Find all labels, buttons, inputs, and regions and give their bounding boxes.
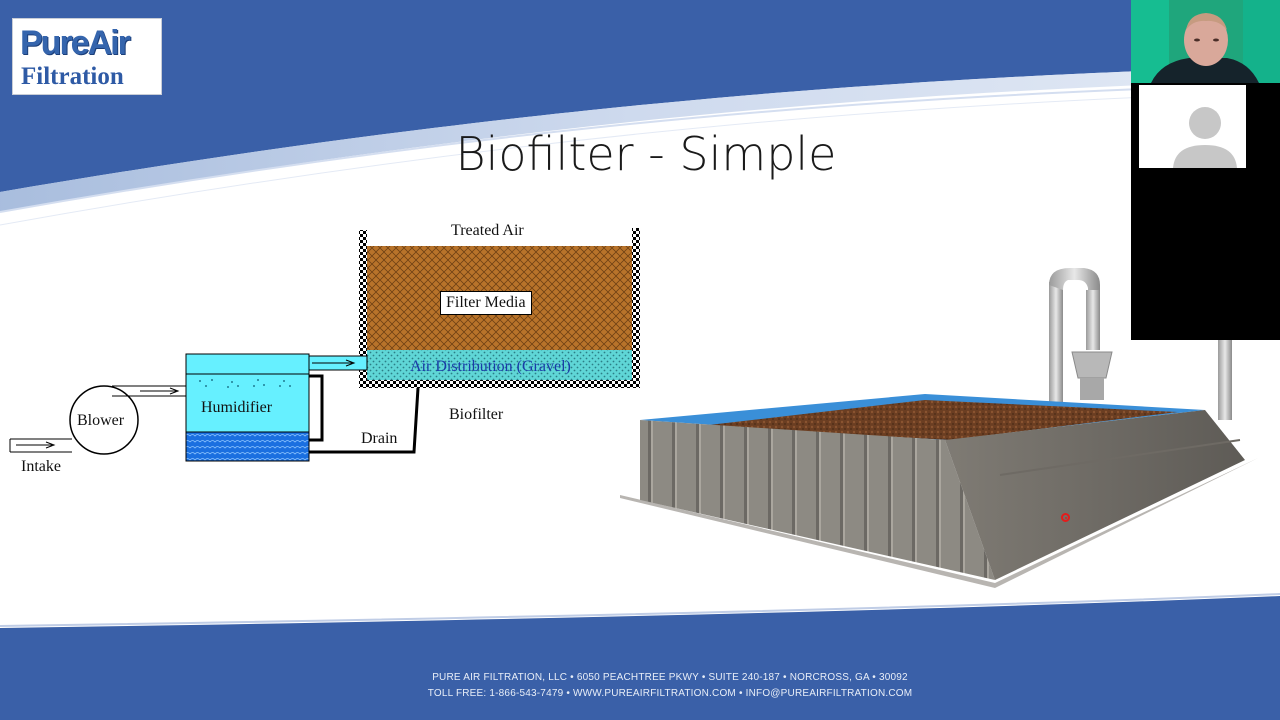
gravel-layer <box>367 350 632 380</box>
empty-video-tile <box>1131 170 1280 253</box>
humidifier-label: Humidifier <box>201 399 273 416</box>
slide-title: Biofilter - Simple <box>455 127 837 181</box>
empty-video-tile <box>1131 255 1280 338</box>
presenter-video-tile[interactable] <box>1131 0 1280 83</box>
treated-air-label: Treated Air <box>451 222 524 239</box>
logo-line-2: Filtration <box>21 63 124 90</box>
blower-housing <box>69 385 139 455</box>
blower-label: Blower <box>77 412 125 429</box>
drain-line <box>309 387 420 454</box>
logo-line-1: PureAir <box>20 24 131 62</box>
presenter-video <box>1131 0 1280 83</box>
user-avatar-icon <box>1131 85 1280 168</box>
tank-wall-right <box>632 228 640 388</box>
laser-pointer <box>1061 513 1070 522</box>
tank-wall-bottom <box>359 380 640 388</box>
humidifier-body <box>185 373 310 433</box>
biofilter-label: Biofilter <box>449 406 504 423</box>
video-participants-panel <box>1131 0 1280 340</box>
air-distribution-label: Air Distribution (Gravel) <box>410 358 571 375</box>
drain-label: Drain <box>361 430 398 447</box>
participant-tile[interactable] <box>1131 85 1280 168</box>
intake-label: Intake <box>21 458 61 475</box>
footer-contact: TOLL FREE: 1-866-543-7479 • WWW.PUREAIRF… <box>427 688 913 699</box>
tank-wall-left <box>359 230 367 388</box>
intake-duct <box>9 438 72 453</box>
filter-media-label: Filter Media <box>440 291 532 315</box>
company-logo: PureAir Filtration <box>12 18 162 95</box>
humidifier-water <box>185 431 310 462</box>
footer-address: PURE AIR FILTRATION, LLC • 6050 PEACHTRE… <box>432 672 908 683</box>
